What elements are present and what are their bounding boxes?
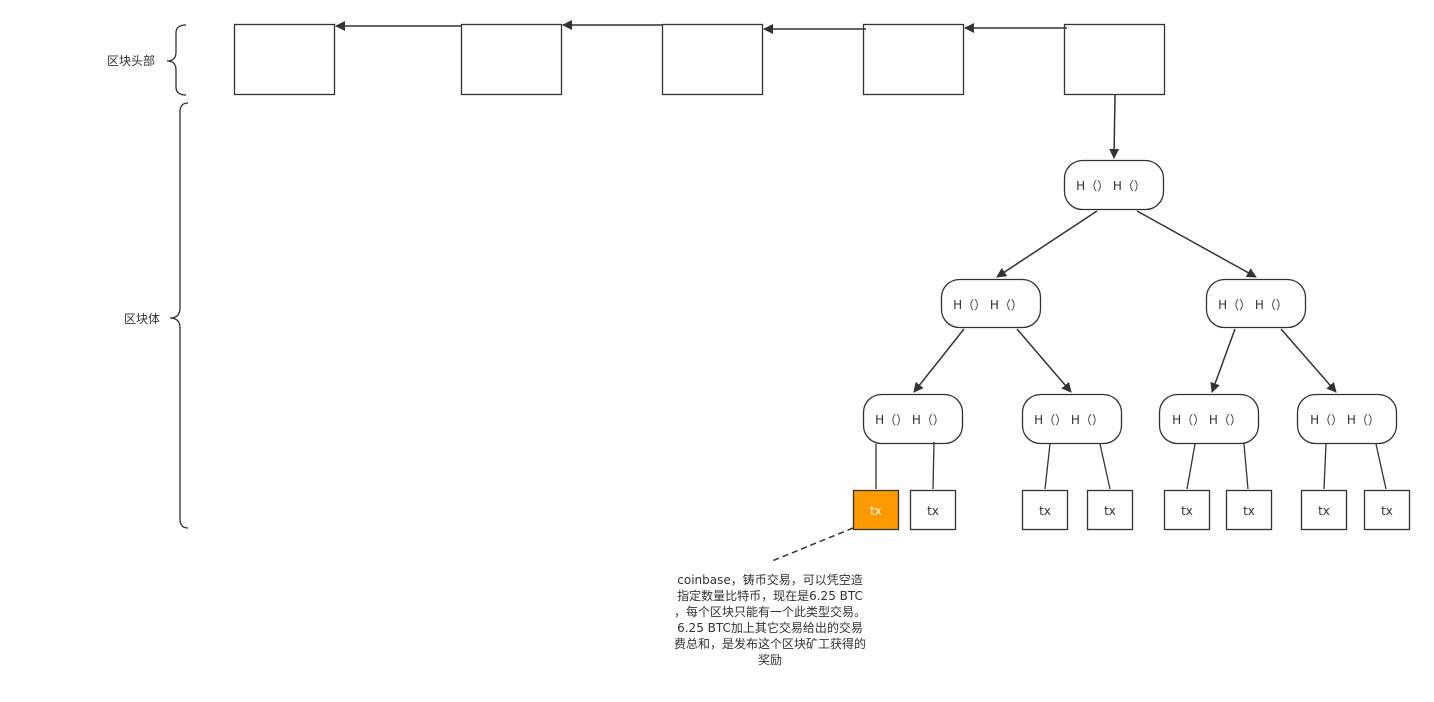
merkle-arrow xyxy=(1210,328,1236,393)
tx-box xyxy=(909,489,957,531)
merkle-node-l2-3 xyxy=(1158,393,1260,445)
block-body-label: 区块体 xyxy=(124,312,161,326)
merkle-node-l1-left xyxy=(940,278,1042,329)
merkle-node-label: H（） H（） xyxy=(953,298,1023,312)
block-header-3 xyxy=(661,23,764,96)
tx-label: tx xyxy=(1104,504,1116,518)
tx-label: tx xyxy=(1039,504,1051,518)
merkle-node-label: H（） H（） xyxy=(1310,413,1380,427)
leaf-link xyxy=(1186,443,1196,490)
tx-box xyxy=(1225,489,1273,531)
leaf-link xyxy=(1099,443,1111,490)
tx-label: tx xyxy=(1318,504,1330,518)
tx-box xyxy=(1300,489,1348,531)
merkle-node-l2-2 xyxy=(1021,393,1123,445)
body-brace xyxy=(169,102,189,529)
tx-label: tx xyxy=(1381,504,1393,518)
merkle-arrow xyxy=(1280,328,1337,393)
merkle-arrow xyxy=(913,328,965,393)
leaf-link xyxy=(932,441,935,490)
merkle-node-l2-4 xyxy=(1296,393,1398,445)
tx-label: tx xyxy=(927,504,939,518)
merkle-node-label: H（） H（） xyxy=(1034,413,1104,427)
merkle-root-node xyxy=(1063,159,1165,211)
tx-label: tx xyxy=(870,504,882,518)
tx-box xyxy=(1021,489,1069,531)
block-header-2 xyxy=(460,23,563,96)
block-header-5 xyxy=(1063,23,1166,96)
tx-box xyxy=(1363,489,1411,531)
tx-box xyxy=(1086,489,1134,531)
leaf-link xyxy=(1243,443,1249,490)
leaf-link xyxy=(1044,443,1051,490)
merkle-arrow xyxy=(996,210,1098,278)
block-header-4 xyxy=(862,23,965,96)
leaf-link xyxy=(1375,443,1387,490)
merkle-node-label: H（） H（） xyxy=(1218,298,1288,312)
block-header-1 xyxy=(233,23,336,96)
merkle-arrow xyxy=(1016,328,1072,393)
note-connector xyxy=(771,527,854,562)
tx-label: tx xyxy=(1181,504,1193,518)
merkle-root-arrow xyxy=(1109,94,1120,159)
tx-box xyxy=(1163,489,1211,531)
merkle-node-label: H（） H（） xyxy=(875,413,945,427)
block-header-label: 区块头部 xyxy=(107,54,156,68)
merkle-node-label: H（） H（） xyxy=(1172,413,1242,427)
leaf-link xyxy=(1323,443,1327,490)
merkle-node-l2-1 xyxy=(862,393,964,445)
header-brace xyxy=(166,24,187,96)
merkle-root-label: H（） H（） xyxy=(1076,179,1146,193)
tx-label: tx xyxy=(1243,504,1255,518)
merkle-arrow xyxy=(1136,210,1257,278)
coinbase-tx-box xyxy=(852,489,900,531)
merkle-node-l1-right xyxy=(1205,278,1307,329)
coinbase-note: coinbase，铸币交易，可以凭空造指定数量比特币，现在是6.25 BTC ，… xyxy=(673,573,866,667)
